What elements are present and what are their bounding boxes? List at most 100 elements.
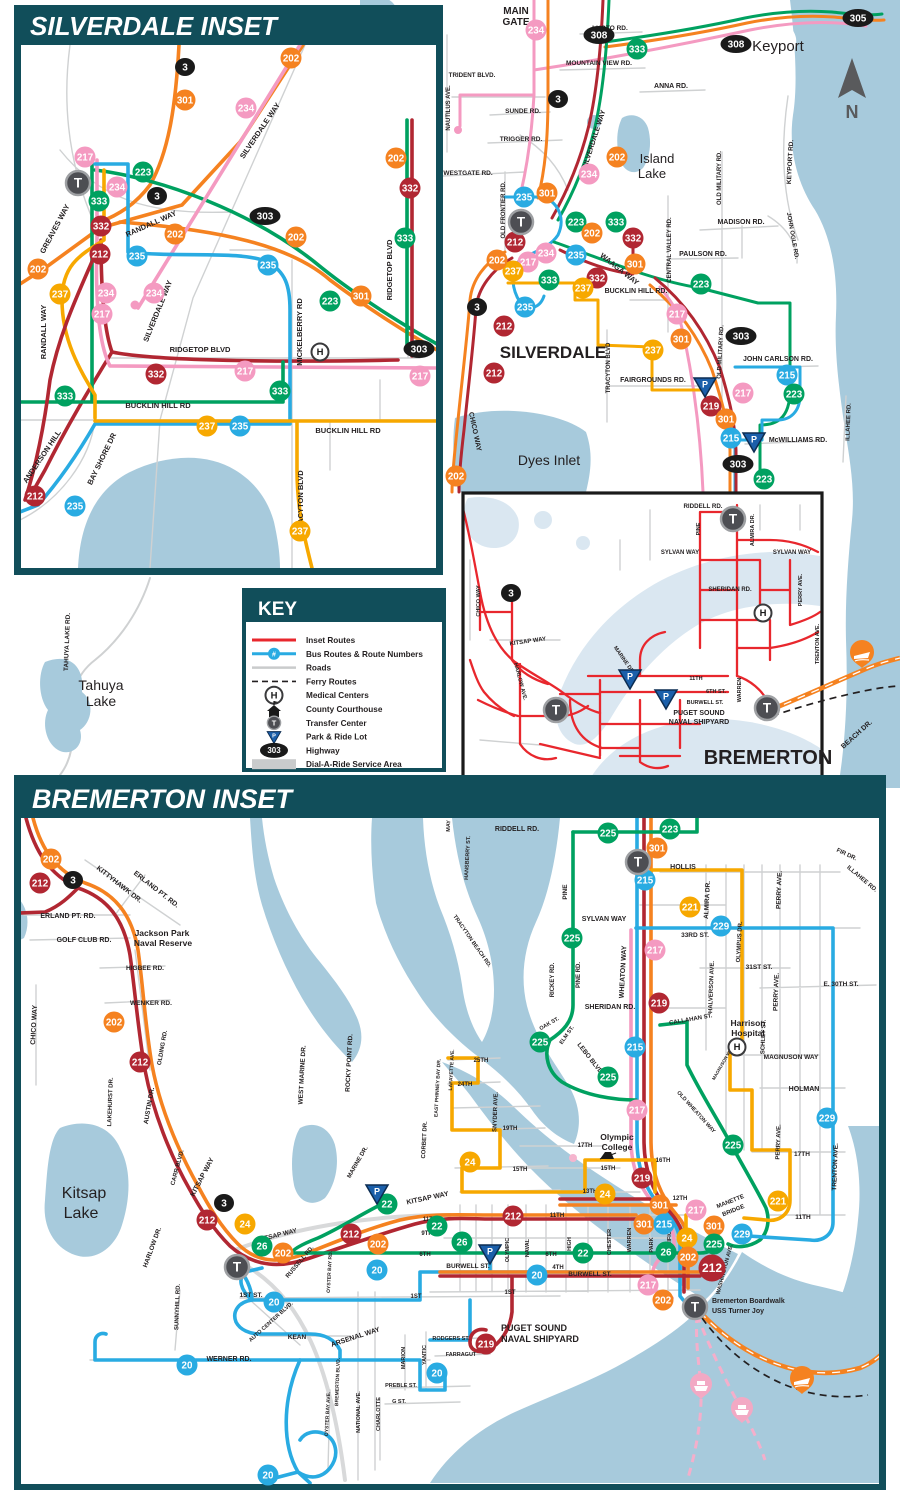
route-badge-305: 305 — [842, 9, 874, 27]
svg-text:24: 24 — [682, 1233, 693, 1244]
svg-text:235: 235 — [260, 260, 277, 271]
parkride-icon: P — [266, 731, 282, 745]
route-badge-223: 223 — [690, 273, 712, 295]
route-badge-234: 234 — [106, 176, 128, 198]
svg-text:202: 202 — [30, 264, 47, 275]
map-label: WEST MARINE DR. — [297, 1045, 307, 1105]
map-label: 33RD ST. — [681, 932, 709, 939]
svg-text:217: 217 — [735, 388, 752, 399]
route-badge-235: 235 — [514, 296, 536, 318]
svg-text:24: 24 — [600, 1189, 611, 1200]
map-label: ROCKY POINT RD. — [344, 1034, 354, 1093]
svg-text:202: 202 — [680, 1252, 697, 1263]
route-badge-301: 301 — [670, 328, 692, 350]
map-label: 12TH — [673, 1196, 688, 1202]
map-label: LAFAYETTE AVE. — [448, 1049, 456, 1091]
transfer-icon: T — [507, 208, 535, 236]
route-badge-219: 219 — [631, 1167, 653, 1189]
map-label: WENKER RD. — [130, 1000, 172, 1007]
ferrypink-icon — [690, 1373, 712, 1399]
route-badge-301: 301 — [649, 1194, 671, 1216]
map-label: HIGH — [567, 1237, 573, 1251]
svg-text:T: T — [729, 512, 738, 527]
route-badge-212: 212 — [483, 362, 505, 384]
route-badge-212: 212 — [493, 315, 515, 337]
route-badge-235: 235 — [513, 186, 535, 208]
svg-text:333: 333 — [397, 233, 414, 244]
transfer-icon: T — [681, 1293, 709, 1321]
route-badge-3: 3 — [63, 871, 83, 889]
map-label: CHESTER — [607, 1229, 613, 1255]
map-label: TRENTON AVE. — [815, 623, 821, 664]
svg-text:212: 212 — [507, 237, 524, 248]
map-label: ALMIRA DR. — [703, 881, 712, 920]
svg-text:24: 24 — [465, 1157, 476, 1168]
route-badge-308: 308 — [583, 26, 615, 44]
map-label: PERRY AVE. — [775, 871, 783, 910]
map-label: HALVERSON AVE. — [708, 960, 716, 1013]
svg-text:237: 237 — [575, 283, 592, 294]
route-badge-333: 333 — [88, 190, 110, 212]
route-badge-24: 24 — [676, 1227, 698, 1249]
svg-text:P: P — [751, 435, 757, 445]
map-label: SHERIDAN RD. — [585, 1004, 636, 1011]
svg-text:332: 332 — [589, 273, 606, 284]
map-label: BUCKLIN HILL RD — [125, 401, 191, 410]
map-label: SYLVAN WAY — [661, 550, 699, 556]
svg-text:303: 303 — [411, 344, 428, 355]
route-badge-212: 212 — [29, 872, 51, 894]
map-label: Tahuya — [78, 677, 123, 693]
svg-text:202: 202 — [106, 1017, 123, 1028]
svg-text:202: 202 — [288, 232, 305, 243]
svg-text:237: 237 — [645, 345, 662, 356]
route-badge-3: 3 — [548, 90, 568, 108]
svg-text:333: 333 — [272, 386, 289, 397]
route-badge-24: 24 — [234, 1213, 256, 1235]
bremerton-inset-panel: BREMERTON INSET — [14, 775, 886, 1490]
svg-text:202: 202 — [43, 854, 60, 865]
svg-text:20: 20 — [263, 1470, 274, 1481]
route-badge-235: 235 — [565, 244, 587, 266]
map-label: Dyes Inlet — [518, 452, 580, 468]
svg-text:303: 303 — [267, 746, 281, 755]
route-badge-223: 223 — [565, 211, 587, 233]
map-label: RODGERS ST. — [432, 1336, 470, 1342]
svg-text:235: 235 — [232, 421, 249, 432]
map-label: Naval Reserve — [134, 938, 192, 948]
map-label: NAVAL — [525, 1238, 531, 1257]
map-label: RICKEY RD. — [550, 962, 556, 997]
route-badge-202: 202 — [27, 258, 49, 280]
transfer-icon: T — [64, 169, 92, 197]
map-label: USS Turner Joy — [712, 1308, 764, 1315]
key-item-ferry: Ferry Routes — [252, 677, 357, 686]
main-map — [360, 0, 900, 790]
map-label: TRENTON AVE. — [831, 1143, 840, 1191]
map-label: PERRY AVE. — [772, 973, 780, 1012]
map-label: KITSAP WAY — [509, 636, 546, 647]
route-badge-223: 223 — [132, 161, 154, 183]
route-badge-223: 223 — [659, 818, 681, 840]
map-label: TAHUYA LAKE RD. — [63, 613, 72, 672]
route-badge-333: 333 — [269, 380, 291, 402]
route-badge-235: 235 — [126, 245, 148, 267]
route-badge-333: 333 — [538, 269, 560, 291]
map-label: SHERIDAN RD. — [708, 587, 752, 593]
map-label: BUCKLIN HILL RD. — [605, 288, 668, 295]
svg-text:T: T — [233, 1260, 242, 1275]
svg-text:T: T — [763, 701, 772, 716]
svg-text:3: 3 — [154, 191, 160, 202]
route-badge-332: 332 — [399, 177, 421, 199]
svg-text:202: 202 — [167, 229, 184, 240]
map-label: SILVERDALE — [500, 343, 606, 362]
svg-text:P: P — [487, 1247, 493, 1257]
map-label: MARION — [401, 1347, 407, 1369]
svg-text:22: 22 — [578, 1248, 589, 1259]
svg-text:308: 308 — [591, 30, 608, 41]
svg-text:217: 217 — [640, 1280, 657, 1291]
map-label: HOLLIS — [670, 864, 696, 871]
map-label: RIDDELL RD. — [683, 503, 722, 510]
svg-text:215: 215 — [637, 875, 654, 886]
svg-text:223: 223 — [322, 296, 339, 307]
